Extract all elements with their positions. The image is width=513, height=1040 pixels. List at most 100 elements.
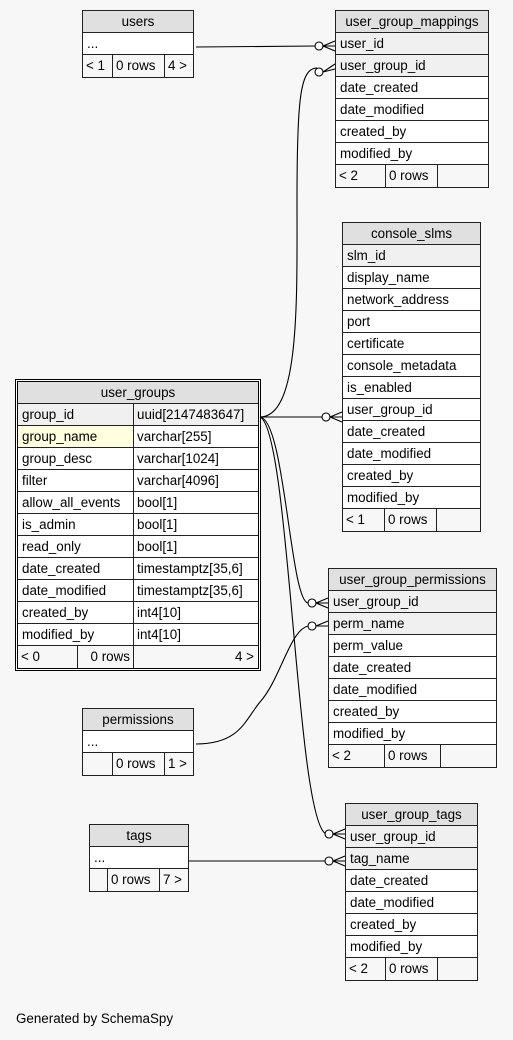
table-user-groups[interactable]: user_groups group_id uuid[2147483647] gr…	[15, 379, 261, 671]
column-name: group_name	[18, 426, 134, 447]
table-title: users	[83, 11, 193, 33]
table-tags[interactable]: tags ... 0 rows 7 >	[89, 824, 189, 892]
footer-rows: 0 rows	[385, 745, 441, 767]
table-footer: < 1 0 rows 4 >	[83, 55, 193, 77]
table-column: console_metadata	[343, 355, 480, 377]
table-title: user_group_mappings	[336, 11, 488, 33]
column-type: varchar[255]	[137, 429, 212, 444]
rel-usergroups-mappings	[259, 67, 318, 418]
column-type: varchar[1024]	[137, 451, 219, 466]
crowfoot-circle	[307, 598, 317, 608]
table-column: user_id	[336, 33, 488, 55]
column-name: filter	[18, 470, 134, 491]
table-title: user_group_permissions	[329, 569, 496, 591]
table-column: certificate	[343, 333, 480, 355]
crowfoot-circle	[324, 856, 334, 866]
column-name: group_desc	[18, 448, 134, 469]
table-row: modified_by int4[10]	[18, 624, 258, 646]
column-name: is_admin	[18, 514, 134, 535]
table-column: created_by	[329, 701, 496, 723]
table-column: ...	[83, 731, 193, 753]
column-name: date_created	[18, 558, 134, 579]
crowfoot-circle	[324, 829, 334, 839]
table-column: user_group_id	[329, 591, 496, 613]
column-type: int4[10]	[137, 605, 181, 620]
table-user-group-mappings[interactable]: user_group_mappings user_id user_group_i…	[335, 10, 489, 188]
footer-rows: 0 rows	[386, 958, 438, 980]
rel-permissions-perm	[195, 625, 309, 745]
table-column: modified_by	[343, 487, 480, 509]
footer-children	[438, 958, 477, 980]
rel-users-mappings	[195, 45, 317, 48]
footer-children[interactable]: 1 >	[168, 756, 187, 771]
table-row: date_created timestamptz[35,6]	[18, 558, 258, 580]
table-user-group-tags[interactable]: user_group_tags user_group_id tag_name d…	[345, 803, 478, 981]
table-users[interactable]: users ... < 1 0 rows 4 >	[82, 10, 194, 78]
table-column: modified_by	[329, 723, 496, 745]
footer-parents[interactable]: < 0	[18, 646, 78, 668]
table-row: date_modified timestamptz[35,6]	[18, 580, 258, 602]
crowfoot-circle	[314, 67, 324, 77]
table-column: user_group_id	[336, 55, 488, 77]
column-name: group_id	[18, 404, 134, 425]
footer-rows: 0 rows	[113, 753, 165, 775]
column-name: created_by	[18, 602, 134, 623]
footer-parents[interactable]: < 2	[336, 165, 386, 187]
footer-parents[interactable]: < 1	[343, 509, 385, 531]
table-footer: < 1 0 rows	[343, 509, 480, 531]
table-column: port	[343, 311, 480, 333]
table-column: modified_by	[336, 143, 488, 165]
table-permissions[interactable]: permissions ... 0 rows 1 >	[82, 708, 194, 776]
table-column: date_created	[346, 870, 477, 892]
crowfoot-circle	[314, 41, 324, 51]
footer-parents[interactable]: < 2	[329, 745, 385, 767]
generated-by-footer: Generated by SchemaSpy	[16, 1011, 174, 1026]
table-column: date_modified	[346, 892, 477, 914]
table-column: ...	[83, 33, 193, 55]
table-column: ...	[90, 847, 188, 869]
table-column: created_by	[343, 465, 480, 487]
table-console-slms[interactable]: console_slms slm_id display_name network…	[342, 222, 481, 532]
footer-rows: 0 rows	[113, 55, 165, 77]
table-row: group_id uuid[2147483647]	[18, 404, 258, 426]
table-column: date_modified	[329, 679, 496, 701]
table-column: date_created	[329, 657, 496, 679]
table-footer: 0 rows 1 >	[83, 753, 193, 775]
table-row: is_admin bool[1]	[18, 514, 258, 536]
footer-parents[interactable]: < 2	[346, 958, 386, 980]
table-footer: 0 rows 7 >	[90, 869, 188, 891]
table-column: perm_value	[329, 635, 496, 657]
footer-children	[441, 745, 496, 767]
footer-children[interactable]: 7 >	[163, 872, 182, 887]
table-footer: < 2 0 rows	[336, 165, 488, 187]
table-title: user_group_tags	[346, 804, 477, 826]
footer-parents	[90, 869, 108, 891]
table-user-group-permissions[interactable]: user_group_permissions user_group_id per…	[328, 568, 497, 768]
footer-parents[interactable]: < 1	[83, 55, 113, 77]
column-name: allow_all_events	[18, 492, 134, 513]
table-column: network_address	[343, 289, 480, 311]
table-column: tag_name	[346, 848, 477, 870]
column-type: timestamptz[35,6]	[137, 583, 243, 598]
crowfoot-circle	[321, 412, 331, 422]
table-title: tags	[90, 825, 188, 847]
footer-children[interactable]: 4 >	[168, 58, 187, 73]
column-name: read_only	[18, 536, 134, 557]
footer-parents	[83, 753, 113, 775]
table-column: date_modified	[336, 99, 488, 121]
table-column: date_created	[343, 421, 480, 443]
table-column: user_group_id	[346, 826, 477, 848]
table-column: created_by	[336, 121, 488, 143]
footer-children[interactable]: 4 >	[235, 649, 254, 664]
footer-rows: 0 rows	[108, 869, 160, 891]
table-row: read_only bool[1]	[18, 536, 258, 558]
table-footer: < 2 0 rows	[346, 958, 477, 980]
table-title: permissions	[83, 709, 193, 731]
table-column: perm_name	[329, 613, 496, 635]
table-column: slm_id	[343, 245, 480, 267]
footer-children	[437, 509, 480, 531]
column-type: int4[10]	[137, 627, 181, 642]
table-column: date_created	[336, 77, 488, 99]
column-type: timestamptz[35,6]	[137, 561, 243, 576]
